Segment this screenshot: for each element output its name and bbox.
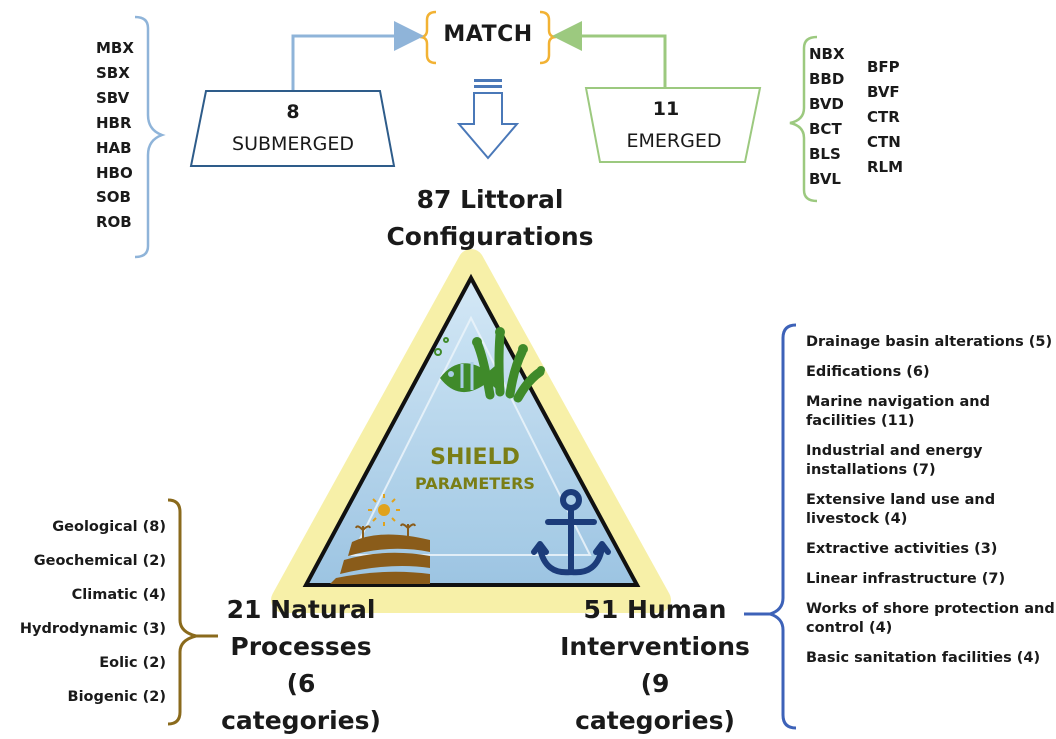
emerged-codes-col2: BFP BVF CTR CTN RLM [867, 55, 903, 180]
shield-parameters-label: SHIELD PARAMETERS [400, 443, 550, 495]
submerged-trapezoid [189, 90, 396, 167]
emerged-code: BBD [809, 69, 845, 88]
sea-life-icon [434, 327, 545, 403]
match-label: MATCH [443, 22, 533, 47]
emerged-trapezoid [584, 87, 762, 163]
natural-item: Geological (8) [52, 519, 166, 535]
human-interventions-list: Drainage basin alterations (5) Edificati… [806, 333, 1056, 679]
submerged-brace [134, 15, 166, 259]
natural-item: Biogenic (2) [67, 689, 166, 705]
human-item: Linear infrastructure (7) [806, 571, 1006, 587]
human-item: Edifications (6) [806, 364, 930, 380]
human-item: Extractive activities (3) [806, 541, 998, 557]
natural-item: Hydrodynamic (3) [19, 621, 166, 637]
natural-line2: Processes [230, 632, 372, 661]
natural-processes-title: 21 Natural Processes (6 categories) [206, 591, 396, 739]
farmland-icon [330, 494, 430, 584]
natural-item: Geochemical (2) [33, 553, 166, 569]
emerged-code: BVD [809, 94, 844, 113]
shield-line2: PARAMETERS [415, 474, 535, 493]
natural-line1: 21 Natural [226, 595, 376, 624]
submerged-to-match-connector [291, 21, 424, 90]
human-item: Works of shore protection and control (4… [806, 601, 1055, 636]
littoral-configurations-title: 87 Littoral Configurations [360, 181, 620, 255]
human-line1: 51 Human [583, 595, 727, 624]
emerged-code: NBX [809, 45, 845, 63]
natural-processes-list: Geological (8) Geochemical (2) Climatic … [0, 510, 166, 714]
human-item: Drainage basin alterations (5) [806, 334, 1053, 350]
littoral-line2: Configurations [386, 222, 594, 251]
human-item: Industrial and energy installations (7) [806, 443, 983, 478]
submerged-code: HBO [96, 163, 133, 182]
emerged-count: 11 [652, 98, 680, 120]
natural-brace [167, 498, 197, 726]
emerged-brace [789, 35, 818, 203]
down-arrow-icon [456, 79, 520, 160]
submerged-code: SOB [96, 188, 131, 207]
emerged-code: CTR [867, 107, 900, 126]
emerged-code: BVL [809, 169, 841, 188]
littoral-line1: 87 Littoral [416, 185, 564, 214]
submerged-label: SUBMERGED [232, 133, 354, 155]
anchor-icon [531, 489, 611, 576]
submerged-code: ROB [96, 213, 132, 232]
human-line3: (9 categories) [575, 669, 735, 735]
natural-line3: (6 categories) [221, 669, 381, 735]
submerged-code: SBV [96, 88, 130, 107]
submerged-codes-list: MBX SBX SBV HBR HAB HBO SOB ROB [96, 36, 134, 235]
submerged-code: SBX [96, 63, 130, 82]
submerged-code: HBR [96, 113, 132, 132]
natural-item: Climatic (4) [71, 587, 166, 603]
submerged-code: MBX [96, 39, 134, 57]
human-brace [764, 323, 797, 730]
emerged-code: CTN [867, 132, 901, 151]
human-item: Extensive land use and livestock (4) [806, 492, 996, 527]
natural-item: Eolic (2) [99, 655, 166, 671]
emerged-to-match-connector [552, 21, 667, 88]
shield-line1: SHIELD [430, 445, 520, 470]
human-interventions-title: 51 Human Interventions (9 categories) [560, 591, 750, 739]
emerged-code: RLM [867, 157, 904, 176]
emerged-code: BFP [867, 58, 900, 76]
emerged-label: EMERGED [626, 130, 722, 152]
human-item: Marine navigation and facilities (11) [806, 394, 990, 429]
emerged-code: BLS [809, 144, 841, 163]
emerged-code: BCT [809, 119, 842, 138]
submerged-count: 8 [286, 101, 300, 123]
submerged-code: HAB [96, 138, 132, 157]
emerged-codes-col1: NBX BBD BVD BCT BLS BVL [809, 42, 845, 191]
human-line2: Interventions [560, 632, 750, 661]
human-item: Basic sanitation facilities (4) [806, 650, 1041, 666]
emerged-code: BVF [867, 82, 900, 101]
shield-inner-triangle [350, 315, 592, 556]
